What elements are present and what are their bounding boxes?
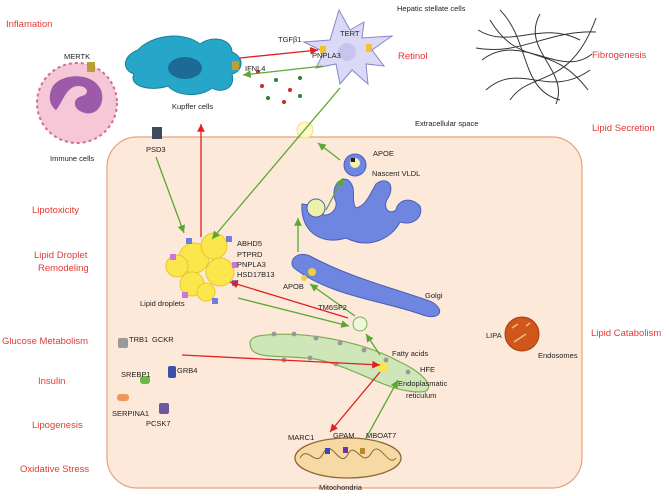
label-abhd5: ABHD5 [237,239,262,248]
label-gpam: GPAM [333,431,355,440]
label-lipotoxicity: Lipotoxicity [32,205,79,216]
label-inflammation: Inflamation [6,19,52,30]
mitochondria [294,437,402,479]
fatty-acid-droplet [378,362,388,372]
lipid-droplets-cluster [165,232,235,302]
label-fatty-acids: Fatty acids [392,349,429,358]
mertk-receptor-icon [87,62,95,72]
nascent-vldl [343,153,367,177]
label-retinol: Retinol [398,51,428,62]
label-er-2: reticulum [406,391,436,400]
label-oxidative-stress: Oxidative Stress [20,464,89,475]
label-tert: TERT [340,29,360,38]
label-hepatic-stellate: Hepatic stellate cells [397,4,466,13]
collagen-fibers [475,9,597,105]
hepatocyte-cell [106,136,583,489]
stellate-cell [302,8,394,86]
label-lipid-catabolism: Lipid Catabolism [591,328,661,339]
label-gckr: GCKR [152,335,174,344]
label-mboat7: MBOAT7 [366,431,396,440]
label-trb1: TRB1 [129,335,148,344]
label-glucose-metabolism: Glucose Metabolism [2,336,88,347]
fatty-acid-vesicle [352,316,368,332]
label-immune-cells: Immune cells [50,154,94,163]
label-nascent-vldl: Nascent VLDL [372,169,420,178]
label-psd3: PSD3 [146,145,166,154]
label-serpina1: SERPINA1 [112,409,149,418]
label-tgfb1: TGFβ1 [278,35,301,44]
immune-cell [36,62,118,144]
label-ptprd: PTPRD [237,250,263,259]
label-lipogenesis: Lipogenesis [32,420,83,431]
label-lipid-droplet: Lipid Droplet [34,250,88,261]
label-er-1: Endoplasmatic [398,379,447,388]
label-remodeling: Remodeling [38,263,89,274]
label-fibrogenesis: Fibrogenesis [592,50,647,61]
stellate-receptor-left-icon [320,46,326,54]
er-ribosomes [271,331,411,375]
label-srebp1: SREBP1 [121,370,151,379]
kupffer-receptor-icon [232,61,239,70]
label-mertk: MERTK [64,52,90,61]
label-endosomes: Endosomes [538,351,578,360]
cytosol-protein-icons [117,338,176,414]
label-lipid-droplets: Lipid droplets [140,299,185,308]
label-lipa: LIPA [486,331,502,340]
golgi-apparatus [291,178,441,318]
label-lipid-secretion: Lipid Secretion [592,123,655,134]
label-pnpla3-stellate: PNPLA3 [312,51,341,60]
label-ifnl4: IFNL4 [245,64,265,73]
label-apob: APOB [283,282,304,291]
golgi-vesicles [301,198,326,281]
arrows [155,46,399,441]
psd3-protein-icon [152,127,162,139]
stellate-receptor-right-icon [366,44,372,52]
label-tm6sf2: TM6SF2 [318,303,347,312]
kupffer-cell [125,35,242,95]
label-marc1: MARC1 [288,433,314,442]
label-mitochondria: Mitochondria [319,483,363,492]
endosome [504,316,540,352]
label-pnpla3: PNPLA3 [237,260,266,269]
label-golgi: Golgi [425,291,443,300]
label-hfe: HFE [420,365,435,374]
label-apoe: APOE [373,149,394,158]
label-pcsk7: PCSK7 [146,419,171,428]
label-insulin: Insulin [38,376,65,387]
label-kupffer-cells: Kupffer cells [172,102,213,111]
cytokine-dots [256,70,302,104]
label-hsd17b13: HSD17B13 [237,270,275,279]
label-extracellular-space: Extracellular space [415,119,478,128]
label-grb4: GRB4 [177,366,197,375]
